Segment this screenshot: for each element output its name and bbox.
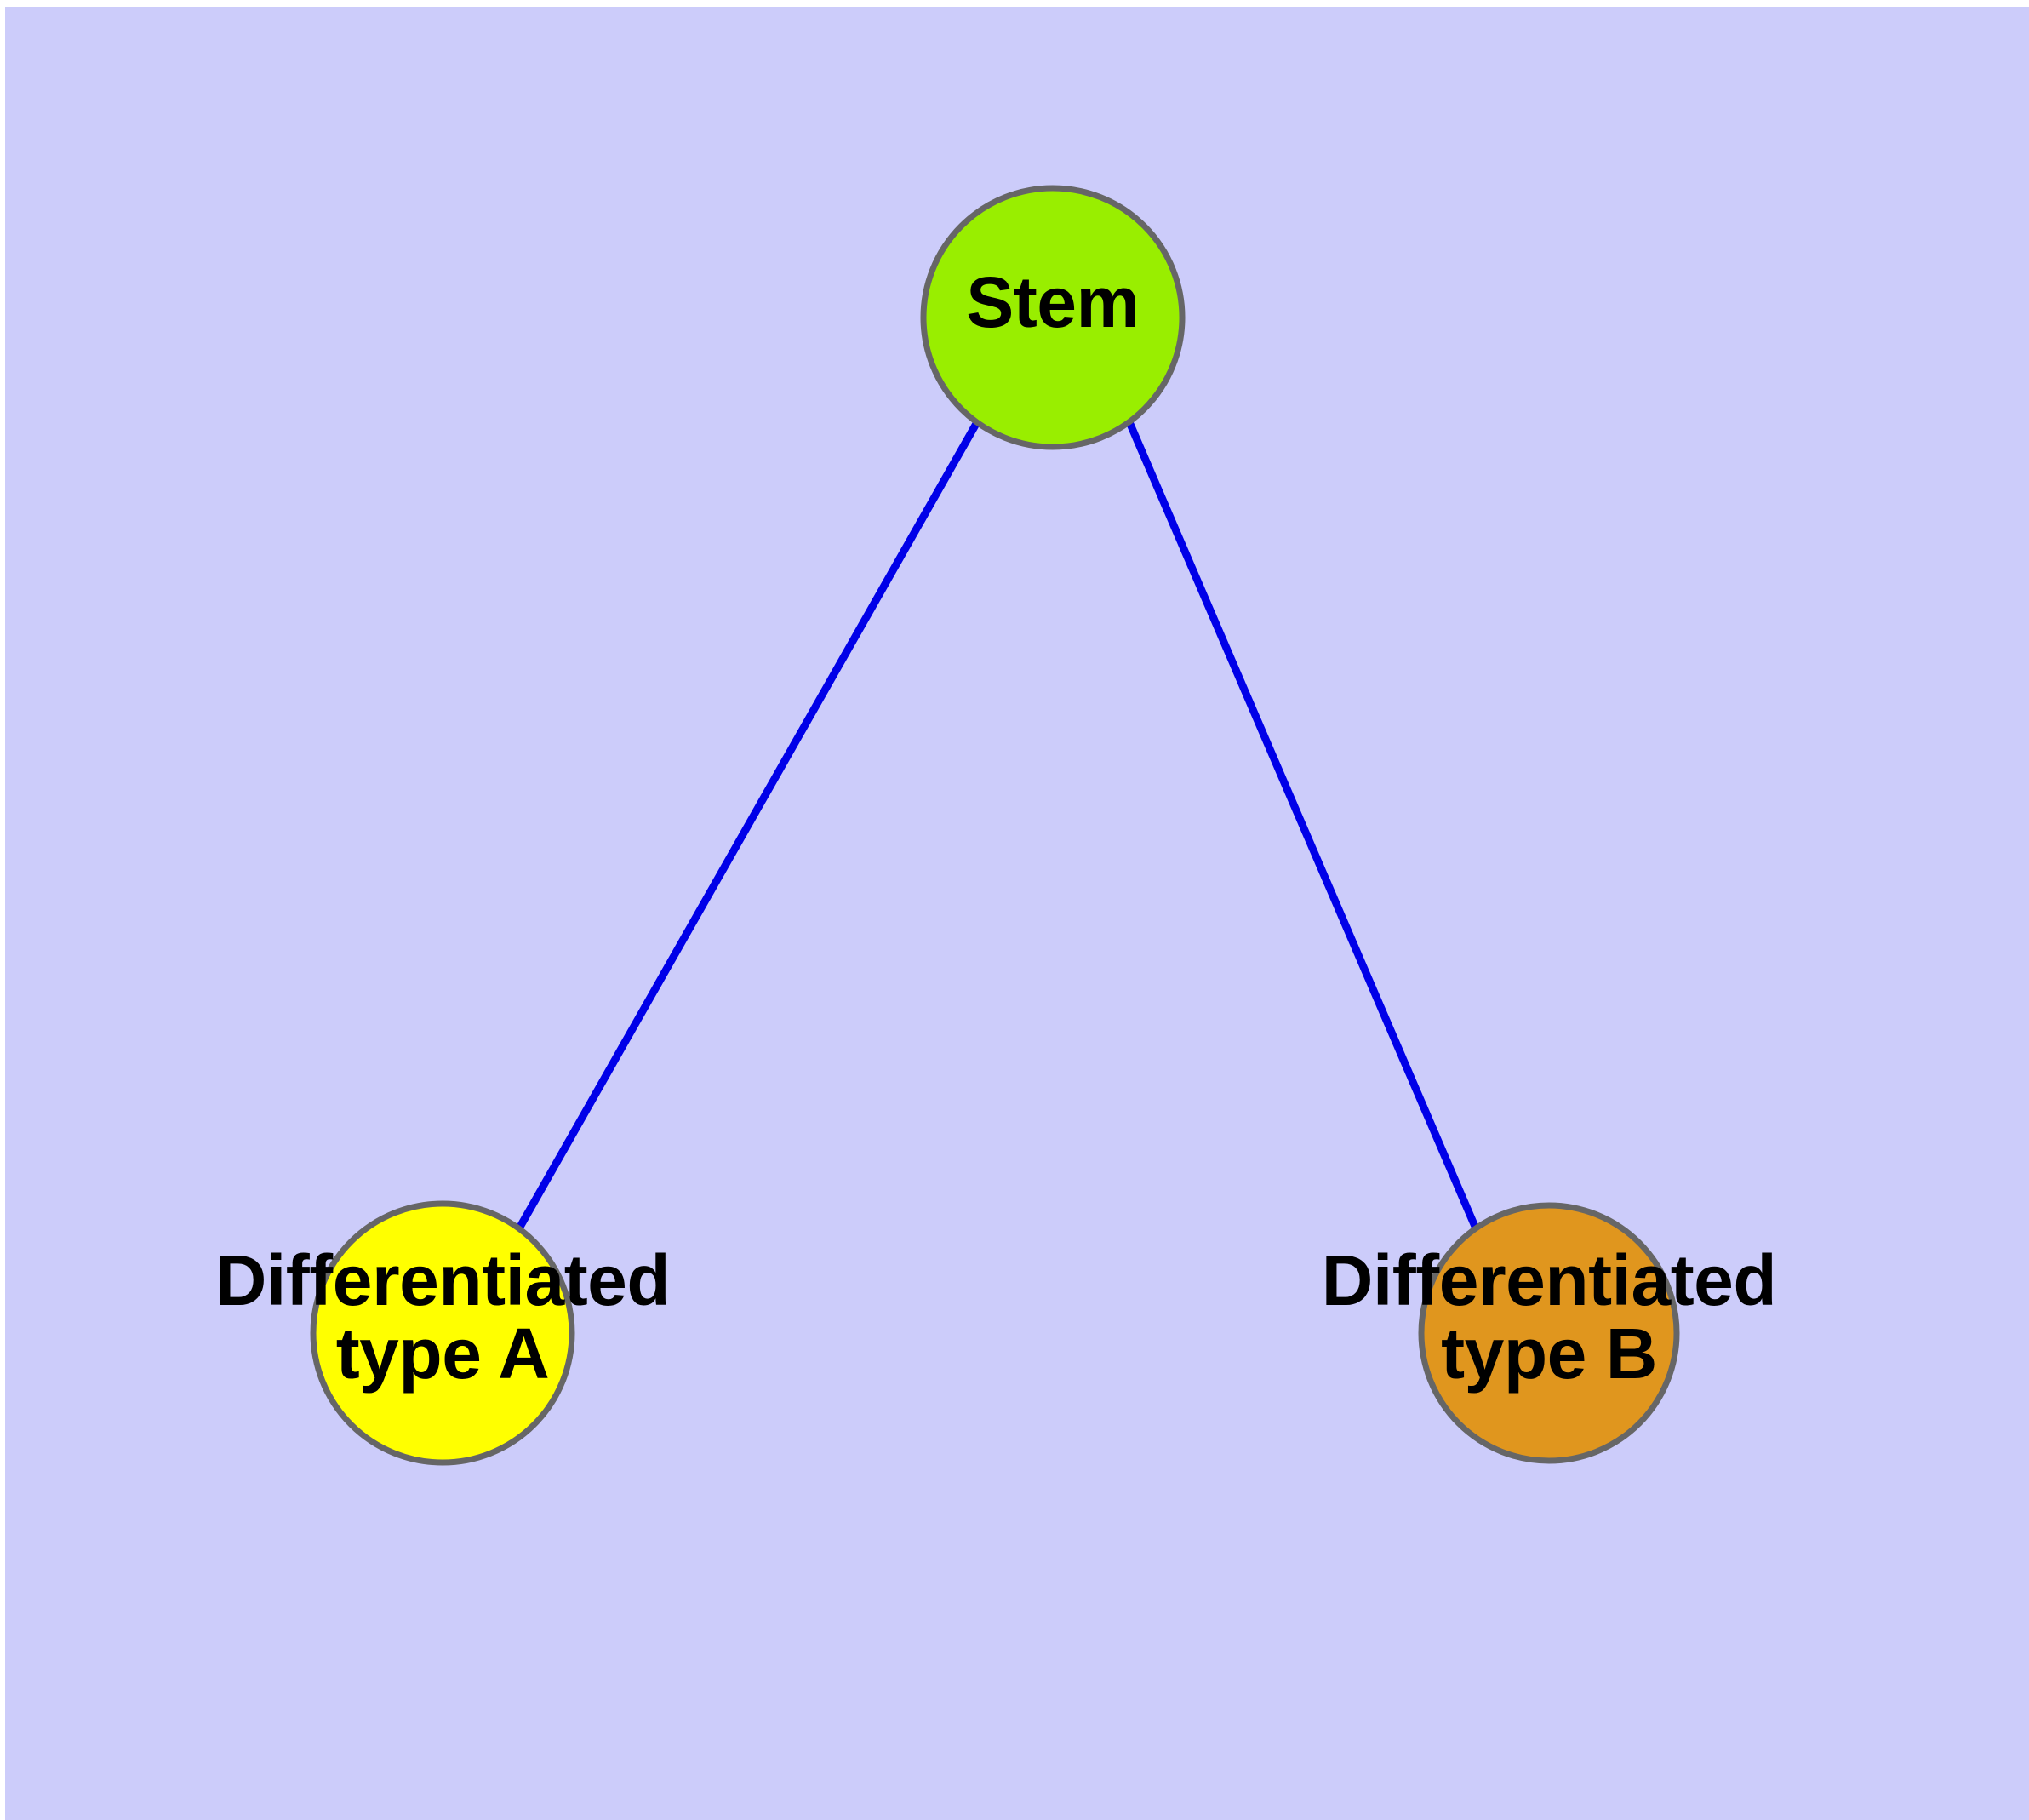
- node-stem[interactable]: [920, 185, 1186, 450]
- edge-layer: [515, 418, 1480, 1233]
- node-layer: [310, 185, 1680, 1466]
- edge-stem-to-differentiated-type-b[interactable]: [1125, 418, 1480, 1233]
- node-differentiated-type-b[interactable]: [1418, 1202, 1680, 1464]
- node-differentiated-type-a[interactable]: [310, 1200, 575, 1466]
- edge-stem-to-differentiated-type-a[interactable]: [515, 418, 981, 1233]
